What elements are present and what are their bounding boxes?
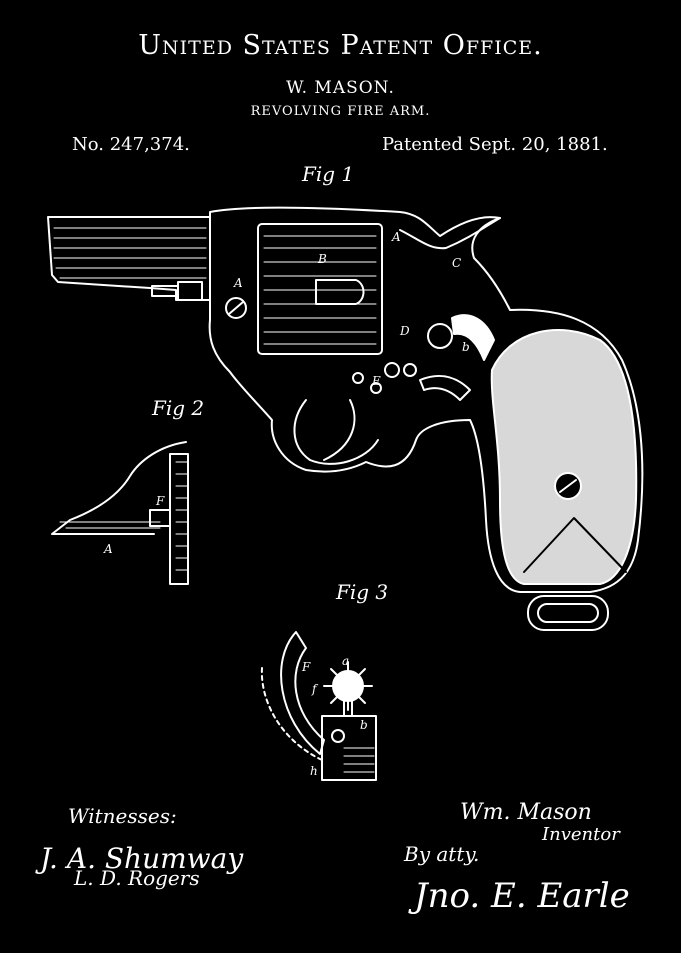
part-label: b — [462, 340, 470, 354]
invention-title: REVOLVING FIRE ARM. — [250, 104, 431, 119]
witnesses-label: Witnesses: — [68, 804, 177, 828]
patent-office-heading: United States Patent Office. — [138, 30, 543, 61]
figure-1-label: Fig 1 — [302, 162, 355, 186]
figure-3-detail — [260, 631, 377, 781]
part-label: b — [360, 718, 368, 732]
part-label: f — [312, 682, 317, 696]
part-label: F — [156, 494, 165, 508]
part-label: D — [400, 324, 410, 338]
patent-date: Patented Sept. 20, 1881. — [382, 134, 608, 155]
part-label: B — [318, 252, 327, 266]
part-label: A — [234, 276, 243, 290]
figure-2-detail — [51, 441, 189, 585]
figure-3-label: Fig 3 — [336, 580, 389, 604]
part-label: A — [392, 230, 401, 244]
patent-number: No. 247,374. — [72, 134, 190, 155]
part-label: a — [342, 654, 350, 668]
attorney-signature: Jno. E. Earle — [414, 876, 630, 916]
part-label: F — [302, 660, 311, 674]
inventor-name-heading: W. MASON. — [286, 78, 395, 98]
witness-signature-2: L. D. Rogers — [74, 866, 200, 890]
part-label: A — [104, 542, 113, 556]
part-label: h — [310, 764, 318, 778]
part-label: E — [372, 374, 381, 388]
by-attorney-label: By atty. — [404, 842, 480, 866]
revolver-figure-1 — [47, 206, 644, 631]
inventor-role: Inventor — [542, 824, 620, 845]
figure-2-label: Fig 2 — [152, 396, 205, 420]
inventor-signature: Wm. Mason — [460, 800, 592, 825]
witness-signature-1: J. A. Shumway — [40, 842, 244, 875]
part-label: C — [452, 256, 462, 270]
